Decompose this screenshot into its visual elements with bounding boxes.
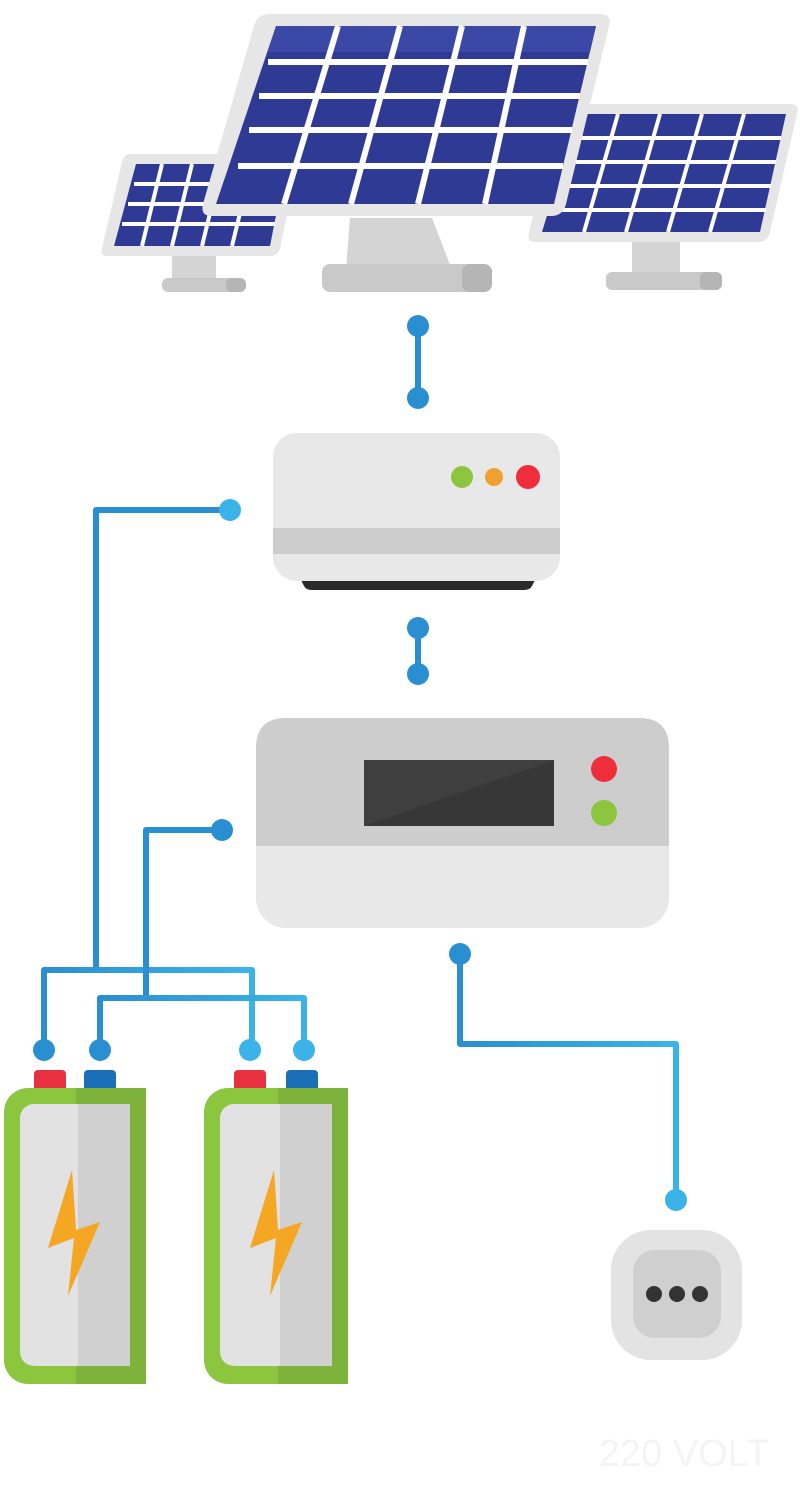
battery-left-icon — [4, 1070, 146, 1384]
voltage-label: 220 VOLT — [599, 1433, 769, 1475]
inverter-to-socket-wire — [449, 943, 687, 1211]
solar-panel-right-icon — [528, 104, 798, 290]
battery-terminal-connectors — [33, 1039, 315, 1061]
solar-panel-center-icon — [202, 14, 610, 292]
controller-to-inverter-connector — [407, 617, 429, 685]
led-red — [516, 465, 540, 489]
charge-controller-icon — [273, 433, 560, 590]
power-socket-icon — [611, 1230, 742, 1360]
lightning-bolt-icon — [250, 1170, 302, 1296]
battery-right-icon — [204, 1070, 348, 1384]
led-green — [451, 466, 473, 488]
led-red — [591, 756, 617, 782]
panel-to-controller-connector — [407, 315, 429, 409]
led-orange — [485, 468, 503, 486]
inverter-icon — [256, 718, 669, 928]
lightning-bolt-icon — [48, 1170, 100, 1296]
led-green — [591, 800, 617, 826]
inverter-to-battery-wire — [97, 819, 307, 1050]
